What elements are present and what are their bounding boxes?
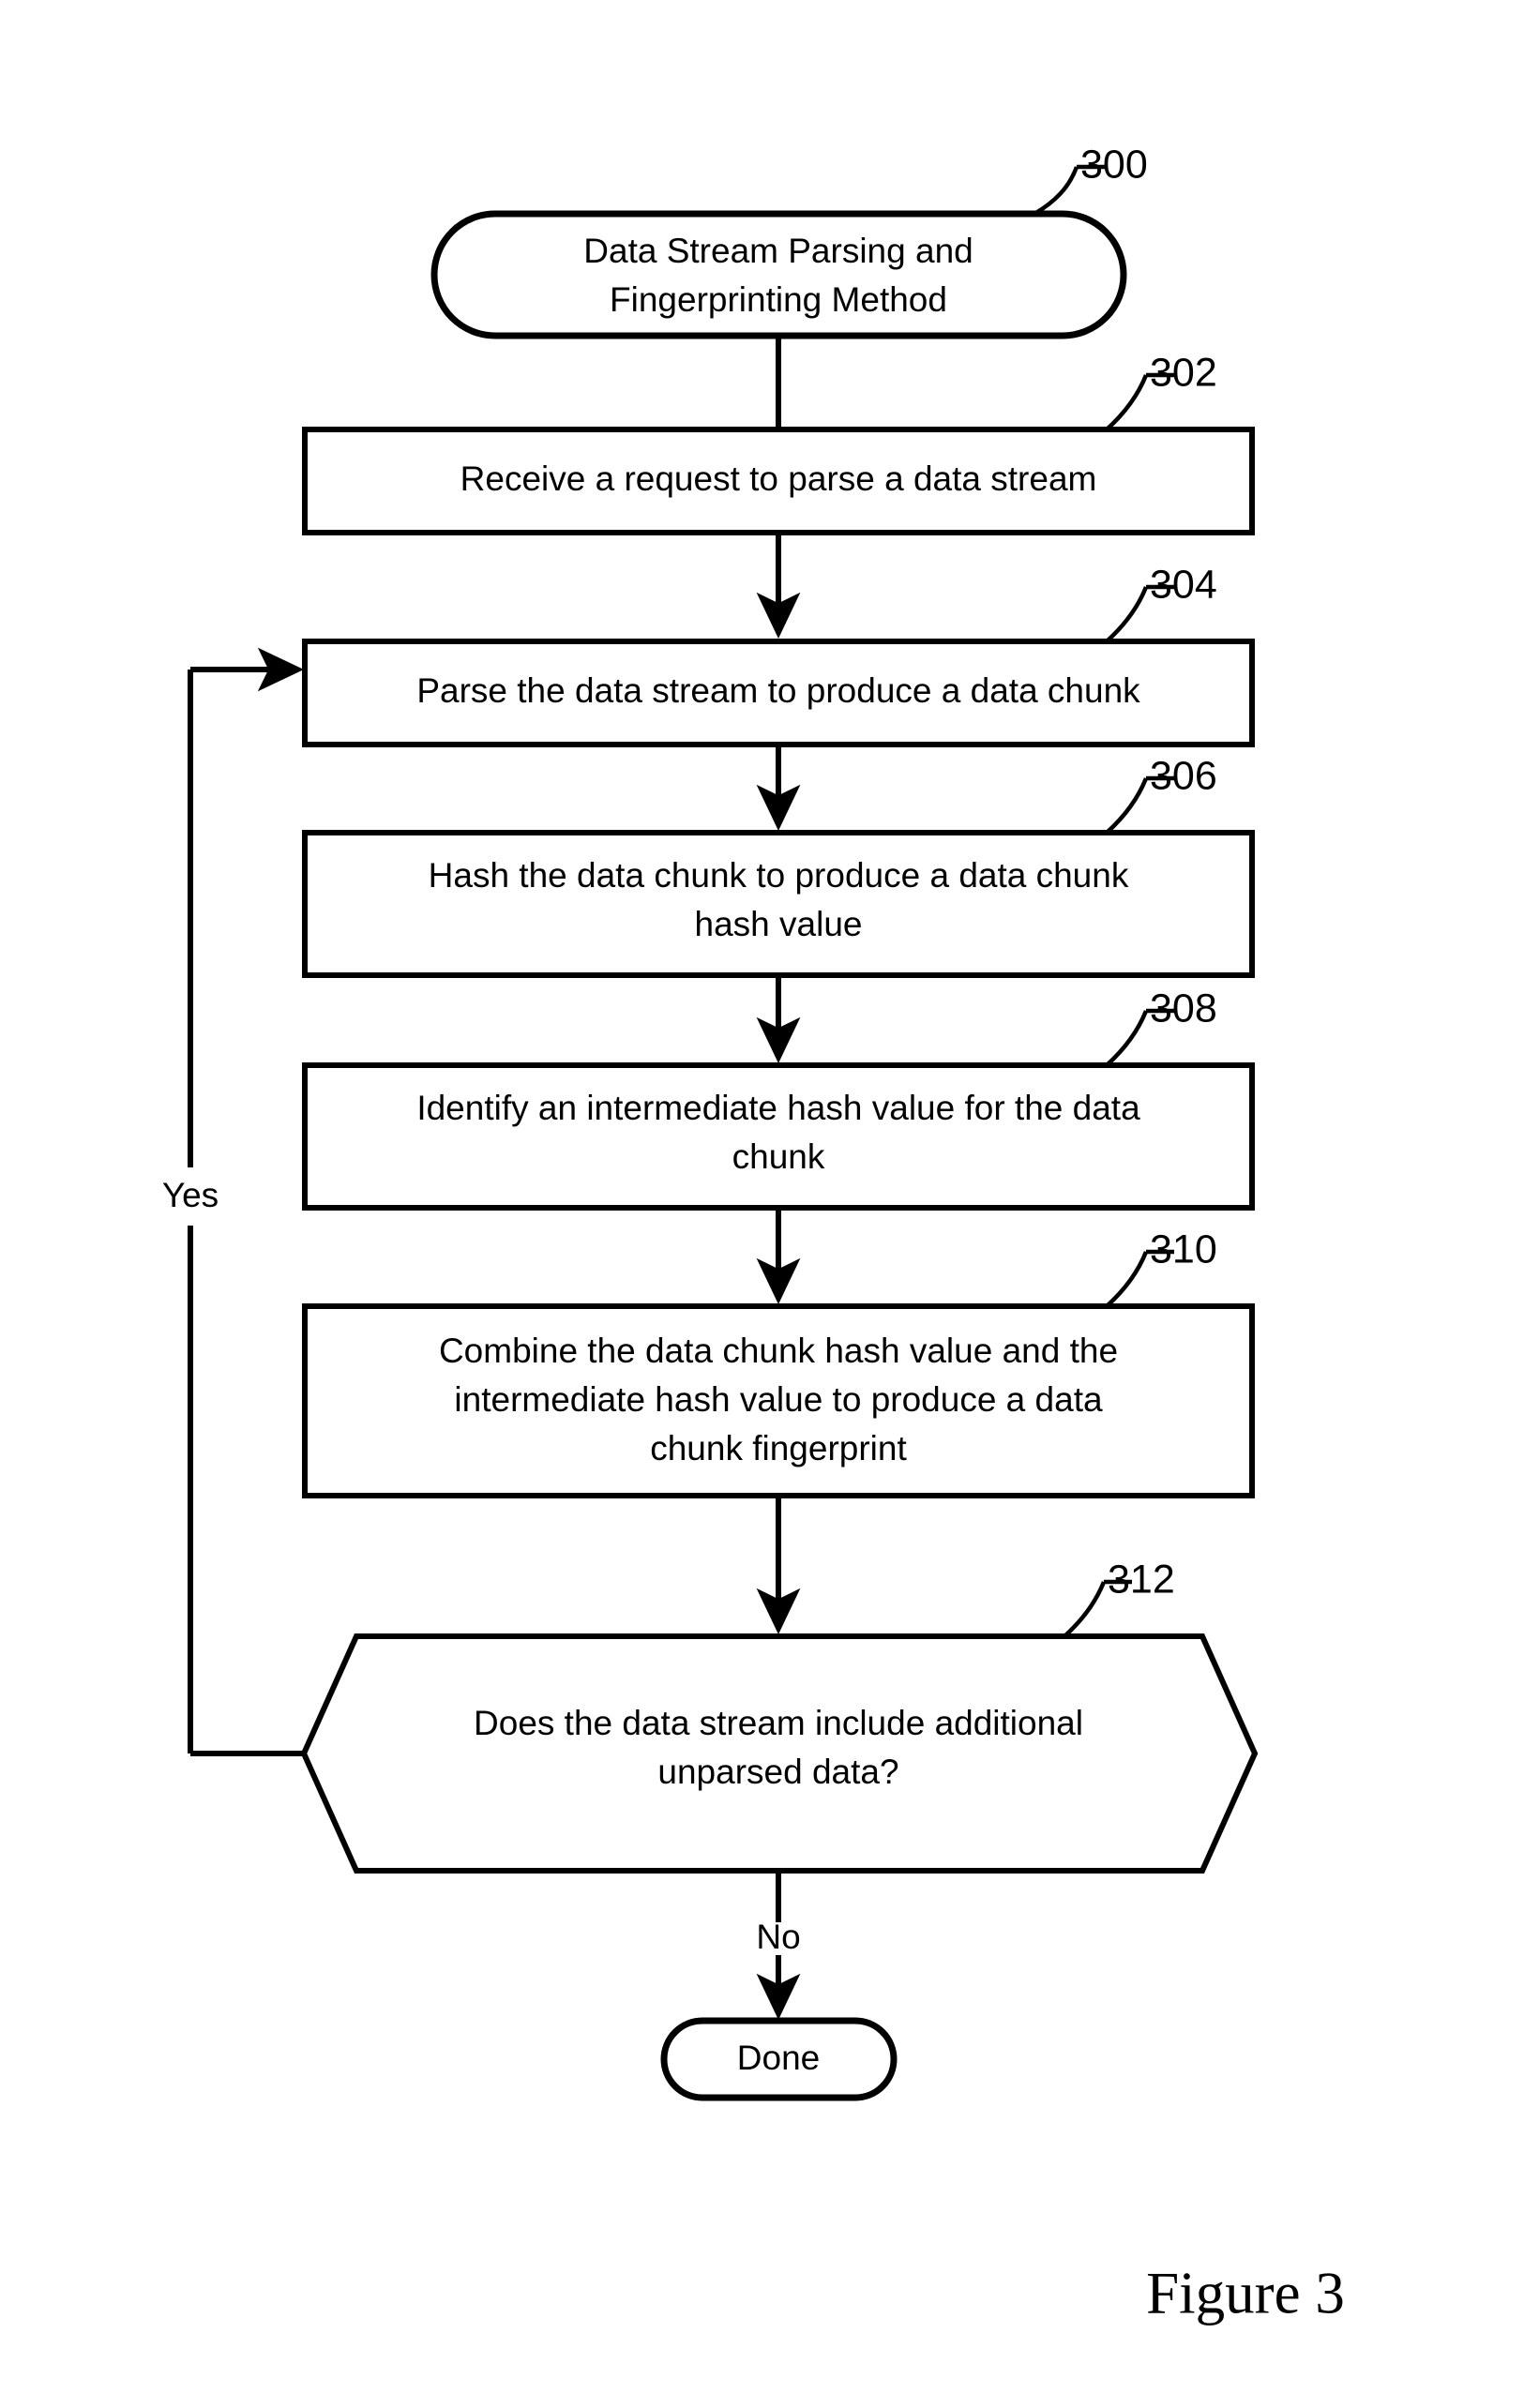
ref-leader-310: 310 xyxy=(1105,1227,1217,1308)
node-306-process[interactable]: Hash the data chunk to produce a data ch… xyxy=(302,830,1255,978)
edge-label-no: No xyxy=(756,1918,800,1956)
node-300-line-2: Fingerprinting Method xyxy=(610,280,947,319)
node-308-shape xyxy=(302,1062,1255,1211)
node-306-shape xyxy=(302,830,1255,978)
node-302-shape xyxy=(302,427,1255,535)
node-308-line-1: Identify an intermediate hash value for … xyxy=(416,1089,1140,1127)
ref-leader-312: 312 xyxy=(1063,1557,1175,1638)
node-done-terminator[interactable]: Done xyxy=(660,2017,898,2101)
figure-caption: Figure 3 xyxy=(1146,2260,1345,2325)
node-done-shape xyxy=(660,2017,898,2101)
ref-leader-308: 308 xyxy=(1105,986,1217,1067)
node-302-line-1: Receive a request to parse a data stream xyxy=(460,459,1097,498)
node-302-process[interactable]: Receive a request to parse a data stream xyxy=(302,427,1255,535)
node-306-line-1: Hash the data chunk to produce a data ch… xyxy=(429,856,1129,895)
ref-leader-300: 300 xyxy=(1033,142,1148,216)
ref-num-312: 312 xyxy=(1108,1557,1175,1602)
node-312-line-1: Does the data stream include additional xyxy=(474,1704,1083,1742)
ref-num-310: 310 xyxy=(1150,1227,1217,1272)
node-312-line-2: unparsed data? xyxy=(657,1753,898,1791)
node-308-line-2: chunk xyxy=(732,1137,825,1176)
ref-num-304: 304 xyxy=(1150,562,1217,607)
node-306-line-2: hash value xyxy=(695,905,863,943)
ref-num-302: 302 xyxy=(1150,350,1217,395)
node-308-process[interactable]: Identify an intermediate hash value for … xyxy=(302,1062,1255,1211)
ref-num-300: 300 xyxy=(1080,142,1148,187)
node-304-line-1: Parse the data stream to produce a data … xyxy=(416,671,1140,710)
node-310-line-3: chunk fingerprint xyxy=(650,1429,907,1467)
node-304-process[interactable]: Parse the data stream to produce a data … xyxy=(302,639,1255,747)
ref-num-308: 308 xyxy=(1150,986,1217,1031)
ref-leader-304: 304 xyxy=(1105,562,1217,643)
node-310-shape xyxy=(302,1303,1255,1498)
node-310-line-1: Combine the data chunk hash value and th… xyxy=(439,1332,1118,1370)
connector-312-to-304-yes xyxy=(188,647,305,1756)
ref-num-306: 306 xyxy=(1150,753,1217,798)
node-done-label: Done xyxy=(737,2039,820,2077)
ref-leader-302: 302 xyxy=(1105,350,1217,431)
node-310-line-2: intermediate hash value to produce a dat… xyxy=(454,1380,1103,1419)
edge-label-yes: Yes xyxy=(162,1176,219,1214)
node-310-process[interactable]: Combine the data chunk hash value and th… xyxy=(302,1303,1255,1498)
node-312-decision[interactable]: Does the data stream include additional … xyxy=(300,1633,1259,1874)
ref-leader-306: 306 xyxy=(1105,753,1217,835)
node-300-terminator[interactable]: Data Stream Parsing and Fingerprinting M… xyxy=(430,210,1127,339)
node-300-line-1: Data Stream Parsing and xyxy=(583,232,973,270)
